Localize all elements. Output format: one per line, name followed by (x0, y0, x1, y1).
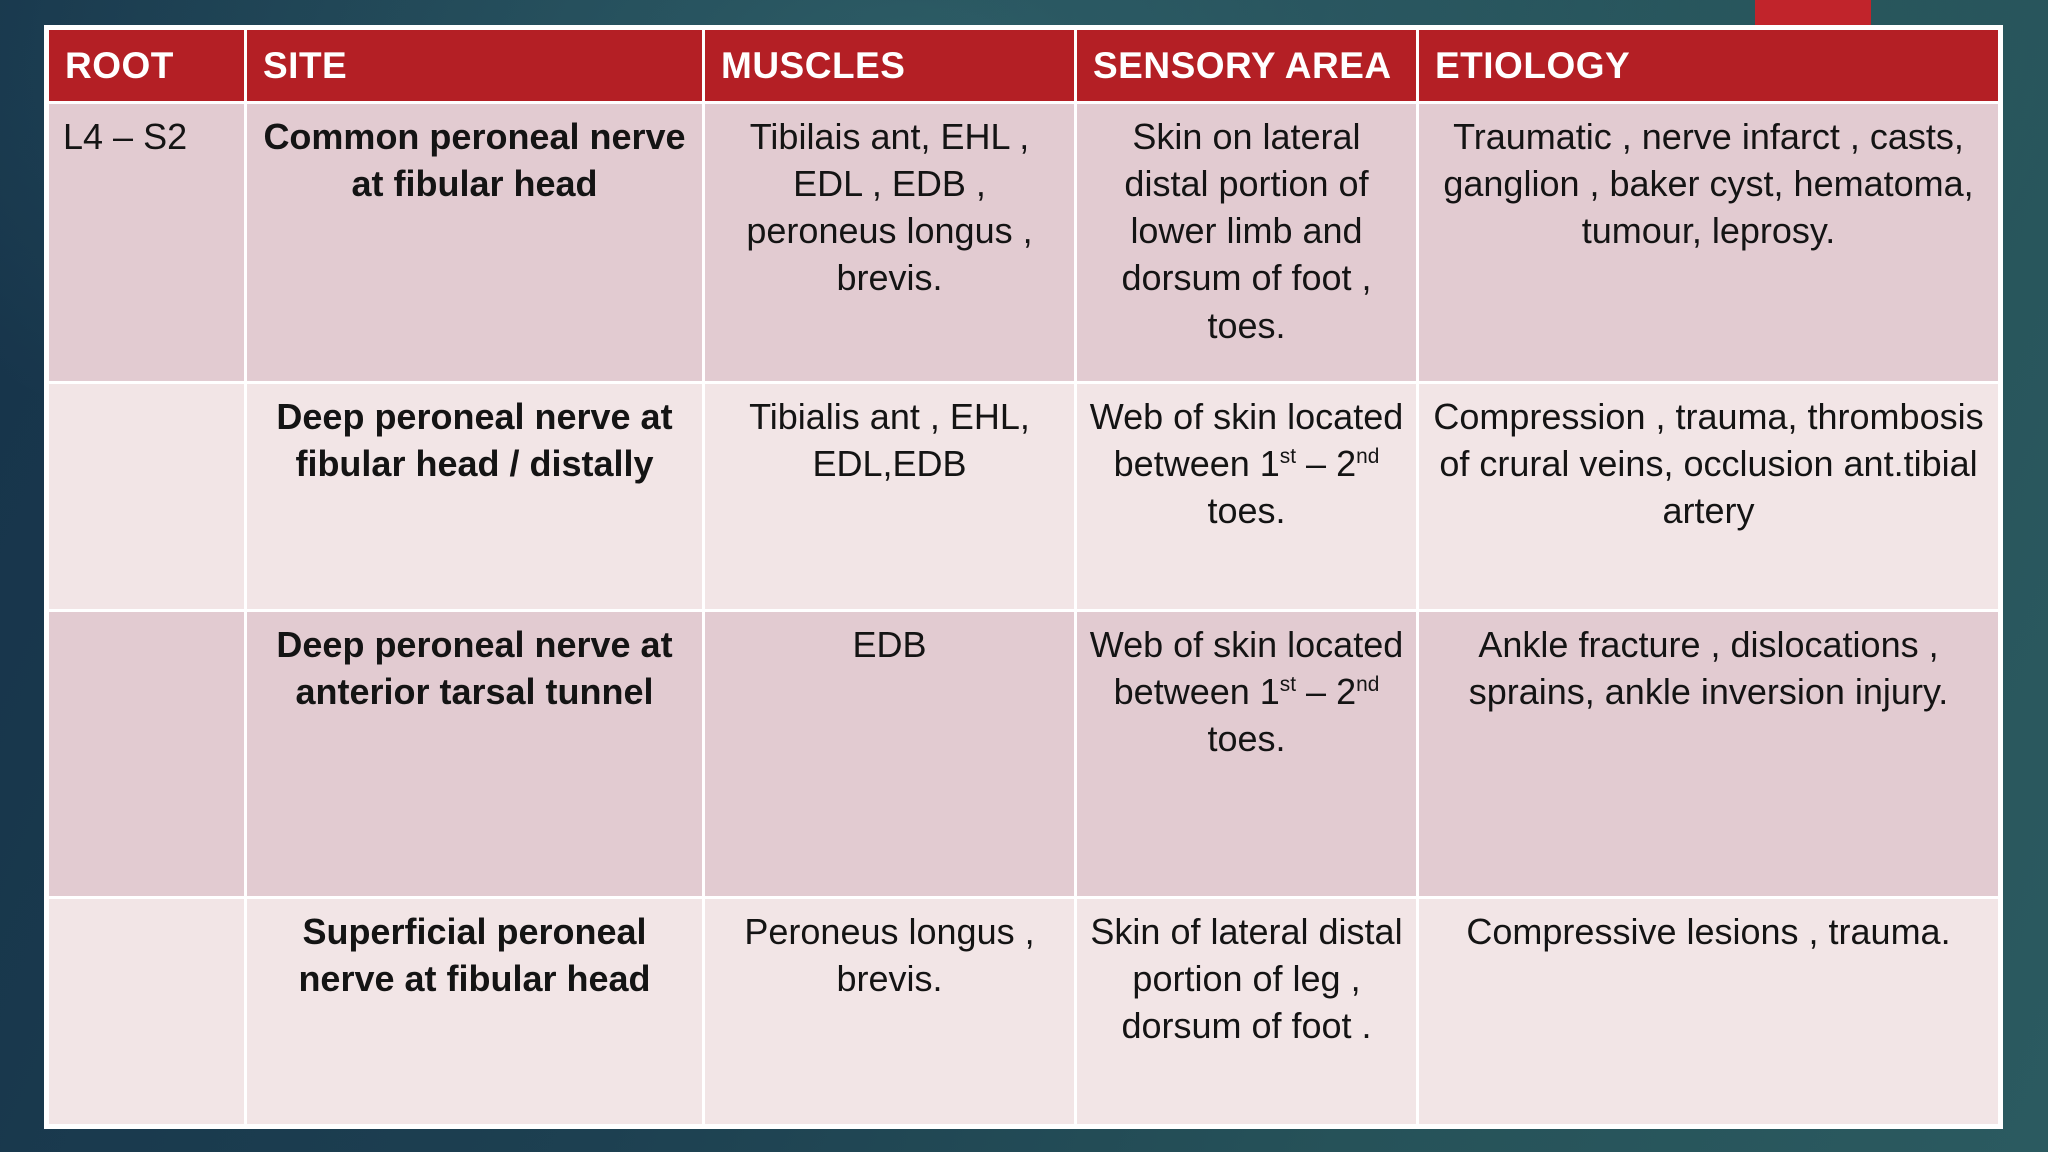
cell-muscles: Tibialis ant , EHL, EDL,EDB (702, 381, 1077, 612)
cell-sensory-area: Web of skin located between 1st – 2nd to… (1074, 609, 1419, 899)
top-accent-bar (1755, 0, 1871, 27)
cell-site: Common peroneal nerve at fibular head (244, 101, 705, 384)
cell-root (45, 381, 247, 612)
cell-site: Deep peroneal nerve at fibular head / di… (244, 381, 705, 612)
cell-etiology: Compression , trauma, thrombosis of crur… (1416, 381, 2002, 612)
column-header-root: ROOT (45, 26, 247, 104)
cell-sensory-area: Skin on lateral distal portion of lower … (1074, 101, 1419, 384)
table-row-deep-peroneal-fibular: Deep peroneal nerve at fibular head / di… (45, 381, 2002, 612)
column-header-sensory-area: SENSORY AREA (1074, 26, 1419, 104)
cell-etiology: Ankle fracture , dislocations , sprains,… (1416, 609, 2002, 899)
table-row-superficial-peroneal: Superficial peroneal nerve at fibular he… (45, 896, 2002, 1128)
cell-muscles: Tibilais ant, EHL , EDL , EDB , peroneus… (702, 101, 1077, 384)
cell-site: Superficial peroneal nerve at fibular he… (244, 896, 705, 1128)
peroneal-nerve-table: ROOT SITE MUSCLES SENSORY AREA ETIOLOGY … (44, 25, 2003, 1129)
cell-root (45, 609, 247, 899)
column-header-site: SITE (244, 26, 705, 104)
cell-sensory-area: Skin of lateral distal portion of leg , … (1074, 896, 1419, 1128)
table-row-common-peroneal: L4 – S2 Common peroneal nerve at fibular… (45, 101, 2002, 384)
header-row: ROOT SITE MUSCLES SENSORY AREA ETIOLOGY (45, 26, 2002, 104)
cell-sensory-area: Web of skin located between 1st – 2nd to… (1074, 381, 1419, 612)
table-row-deep-peroneal-tarsal: Deep peroneal nerve at anterior tarsal t… (45, 609, 2002, 899)
cell-root (45, 896, 247, 1128)
cell-etiology: Compressive lesions , trauma. (1416, 896, 2002, 1128)
cell-root: L4 – S2 (45, 101, 247, 384)
column-header-muscles: MUSCLES (702, 26, 1077, 104)
cell-muscles: Peroneus longus , brevis. (702, 896, 1077, 1128)
cell-etiology: Traumatic , nerve infarct , casts, gangl… (1416, 101, 2002, 384)
column-header-etiology: ETIOLOGY (1416, 26, 2002, 104)
cell-site: Deep peroneal nerve at anterior tarsal t… (244, 609, 705, 899)
cell-muscles: EDB (702, 609, 1077, 899)
